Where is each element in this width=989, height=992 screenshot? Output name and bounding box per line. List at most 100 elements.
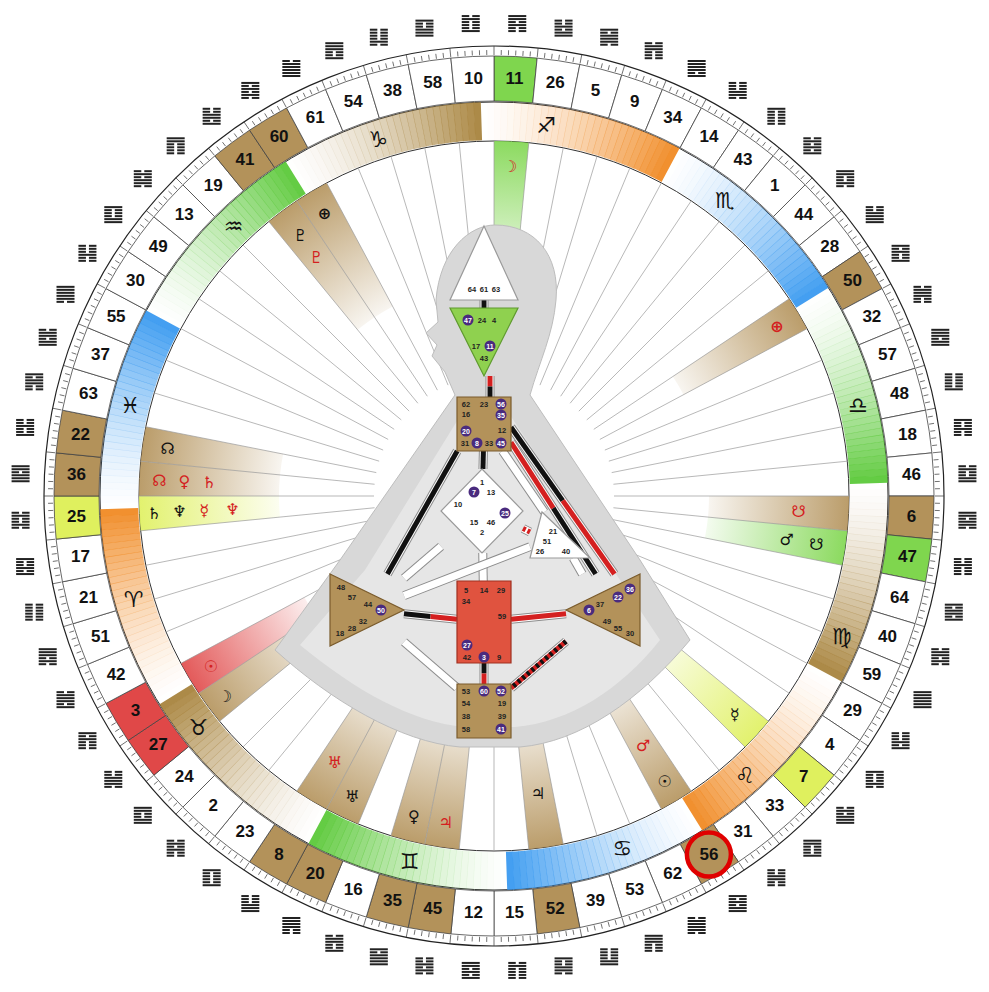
chart-graphic (925, 589, 930, 590)
chart-graphic (111, 267, 115, 270)
chart-graphic (77, 651, 82, 653)
zodiac-ring (100, 102, 888, 890)
planet-glyph: ♀ (408, 807, 420, 826)
active-gate: 27 (462, 640, 473, 651)
chart-graphic (892, 245, 910, 247)
chart-graphic (380, 44, 388, 46)
chart-graphic (57, 694, 75, 696)
chart-graphic (909, 645, 914, 647)
chart-graphic (205, 156, 208, 160)
gate-number: 14 (699, 127, 718, 147)
chart-graphic (358, 71, 360, 76)
chart-graphic (39, 651, 57, 653)
chart-graphic (814, 846, 822, 848)
chart-graphic (57, 292, 75, 294)
chart-graphic (79, 658, 84, 660)
chart-graphic (39, 344, 57, 346)
chart-graphic (213, 108, 221, 110)
chart-graphic (472, 974, 480, 976)
chart-graphic (258, 117, 261, 121)
planet-glyph: ♆ (172, 502, 186, 521)
chart-graphic (645, 54, 653, 56)
chart-graphic (836, 822, 854, 824)
chart-graphic (487, 852, 494, 890)
planet-glyph: ♄ (147, 503, 161, 522)
chart-graphic (757, 850, 760, 854)
chart-graphic (930, 560, 935, 562)
chart-graphic (203, 123, 221, 125)
chart-graphic (89, 251, 97, 253)
chart-graphic (558, 932, 560, 937)
chart-graphic (768, 841, 771, 845)
chart-graphic (104, 780, 122, 782)
chart-graphic (241, 88, 259, 90)
chart-graphic (330, 906, 332, 911)
chart-graphic (12, 527, 20, 529)
gate-number: 31 (734, 822, 753, 842)
active-gate: 7 (469, 487, 480, 498)
chart-graphic (698, 917, 706, 919)
chart-graphic (964, 422, 972, 424)
chart-graphic (89, 248, 97, 250)
chart-graphic (421, 56, 423, 61)
chart-graphic (104, 774, 112, 776)
chart-graphic (729, 910, 747, 912)
chart-graphic (839, 219, 843, 222)
chart-graphic (134, 819, 152, 821)
chart-graphic (25, 379, 43, 381)
chart-graphic (404, 614, 457, 619)
chart-graphic (94, 299, 98, 301)
chart-graphic (140, 764, 144, 767)
chart-graphic (12, 477, 30, 479)
chart-graphic (515, 51, 516, 56)
chart-graphic (655, 944, 663, 946)
chart-graphic (209, 148, 215, 155)
gate-number: 63 (492, 285, 500, 294)
chart-graphic (203, 878, 211, 880)
chart-graphic (931, 648, 939, 650)
gate-number: 61 (480, 285, 488, 294)
chart-graphic (325, 944, 333, 946)
chart-graphic (220, 271, 402, 420)
chart-graphic (955, 382, 963, 384)
chart-graphic (643, 911, 645, 916)
gate-number: 25 (67, 507, 86, 527)
chart-graphic (104, 215, 112, 217)
chart-graphic (565, 23, 573, 25)
chart-graphic (727, 870, 730, 874)
chart-graphic (715, 878, 718, 882)
chart-graphic (89, 735, 97, 737)
chart-graphic (167, 137, 185, 139)
chart-graphic (464, 936, 465, 941)
chart-graphic (167, 152, 175, 154)
chart-graphic (886, 292, 890, 294)
chart-graphic (688, 917, 696, 919)
chart-graphic (115, 215, 123, 217)
chart-graphic (774, 148, 780, 155)
chart-graphic (472, 936, 473, 941)
chart-graphic (901, 324, 909, 327)
chart-graphic (16, 570, 24, 572)
chart-graphic (890, 299, 894, 301)
chart-graphic (835, 211, 842, 217)
chart-graphic (892, 738, 900, 740)
chart-graphic (688, 929, 706, 931)
chart-graphic (144, 170, 152, 172)
chart-graphic (645, 938, 663, 940)
gate-number: 4 (492, 316, 496, 325)
chart-graphic (265, 113, 268, 117)
chart-graphic (370, 44, 378, 46)
chart-graphic (136, 759, 140, 762)
chart-graphic (415, 963, 433, 965)
chart-graphic (203, 884, 221, 886)
gate-cell (494, 889, 537, 936)
chart-graphic (555, 969, 573, 971)
chart-graphic (57, 703, 65, 705)
chart-graphic (508, 971, 515, 973)
zodiac-sign: ♎ (848, 393, 868, 418)
chart-graphic (372, 67, 373, 72)
chart-graphic (48, 481, 53, 482)
chart-graphic (486, 937, 487, 942)
chart-graphic (580, 55, 582, 64)
chart-graphic (729, 94, 747, 96)
